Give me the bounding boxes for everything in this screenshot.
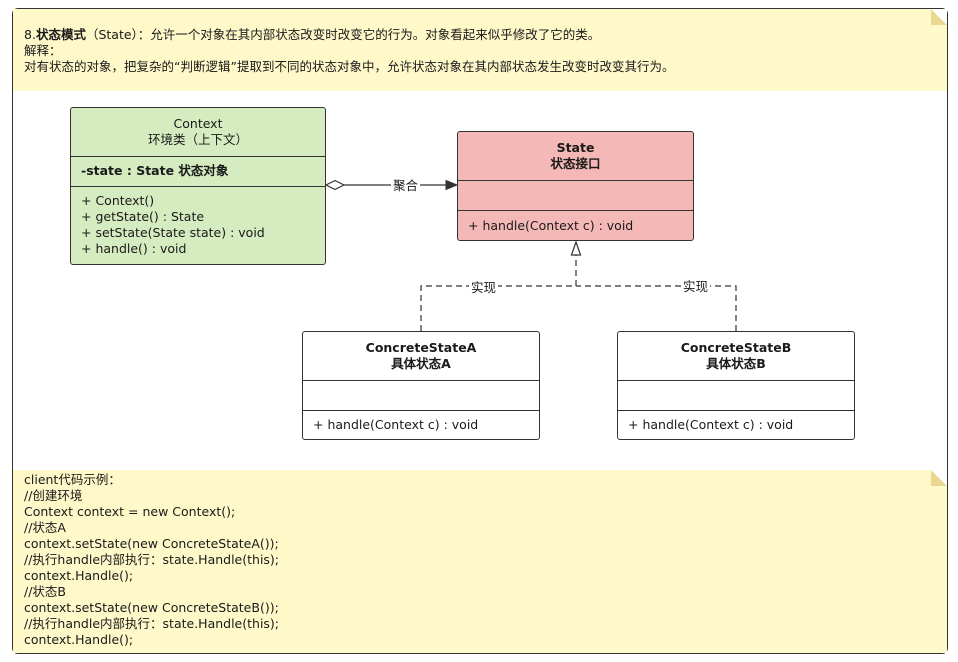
class-context-attribute: -state : State 状态对象 — [81, 163, 229, 178]
code-note: client代码示例： //创建环境 Context context = new… — [13, 470, 947, 653]
code-line: Context context = new Context(); — [24, 504, 236, 519]
aggregation-label: 聚合 — [391, 178, 421, 193]
class-state-attributes — [458, 180, 693, 210]
class-state-subtitle: 状态接口 — [550, 156, 601, 171]
code-line: context.setState(new ConcreteStateA()); — [24, 536, 279, 551]
intro-note: 8.状态模式（State）：允许一个对象在其内部状态改变时改变它的行为。对象看起… — [13, 9, 947, 91]
class-context-attributes: -state : State 状态对象 — [71, 156, 325, 186]
code-line: //创建环境 — [24, 488, 83, 503]
class-context-methods: + Context() + getState() : State + setSt… — [71, 186, 325, 257]
class-context-method: + getState() : State — [81, 209, 205, 224]
code-note-lines: client代码示例： //创建环境 Context context = new… — [24, 472, 279, 648]
class-context-subtitle: 环境类（上下文） — [147, 132, 248, 147]
class-concrete-b-methods: + handle(Context c) : void — [618, 410, 854, 433]
code-line: //执行handle内部执行：state.Handle(this); — [24, 616, 280, 631]
class-concrete-b-header: ConcreteStateB 具体状态B — [618, 332, 854, 380]
class-concrete-a-method: + handle(Context c) : void — [313, 417, 479, 432]
class-state-name: State — [556, 140, 595, 155]
class-context-header: Context 环境类（上下文） — [71, 108, 325, 156]
intro-title-prefix: 8. — [24, 27, 36, 42]
code-line: context.Handle(); — [24, 568, 134, 583]
realization-label-a: 实现 — [469, 280, 499, 295]
class-concrete-b-name: ConcreteStateB — [680, 340, 792, 355]
class-concrete-b-method: + handle(Context c) : void — [628, 417, 794, 432]
note-fold-corner — [931, 470, 947, 486]
realization-line-b — [576, 285, 737, 331]
intro-title-bold: 状态模式 — [35, 27, 86, 42]
realization-line-a — [420, 254, 577, 331]
class-state-header: State 状态接口 — [458, 132, 693, 180]
realization-arrowhead — [570, 240, 582, 256]
code-line: context.Handle(); — [24, 632, 134, 647]
class-state-methods: + handle(Context c) : void — [458, 210, 693, 234]
class-concrete-state-a[interactable]: ConcreteStateA 具体状态A + handle(Context c)… — [302, 331, 540, 440]
intro-line-2: 解释： — [24, 43, 62, 58]
class-state-method: + handle(Context c) : void — [468, 218, 634, 233]
aggregation-diamond — [324, 179, 346, 191]
class-concrete-b-subtitle: 具体状态B — [706, 356, 766, 371]
class-concrete-b-attributes — [618, 380, 854, 410]
code-line: context.setState(new ConcreteStateB()); — [24, 600, 279, 615]
class-context[interactable]: Context 环境类（上下文） -state : State 状态对象 + C… — [70, 107, 326, 265]
class-concrete-a-methods: + handle(Context c) : void — [303, 410, 539, 433]
code-line: client代码示例： — [24, 472, 121, 487]
intro-title: 8.状态模式（State）：允许一个对象在其内部状态改变时改变它的行为。对象看起… — [24, 27, 674, 43]
class-context-method: + setState(State state) : void — [81, 225, 265, 240]
class-concrete-a-name: ConcreteStateA — [365, 340, 477, 355]
note-fold-corner — [931, 9, 947, 25]
code-line: //状态A — [24, 520, 66, 535]
intro-line-3: 对有状态的对象，把复杂的“判断逻辑”提取到不同的状态对象中，允许状态对象在其内部… — [24, 59, 675, 74]
class-context-method: + handle() : void — [81, 241, 187, 256]
class-concrete-a-subtitle: 具体状态A — [391, 356, 451, 371]
class-context-name: Context — [173, 116, 223, 131]
code-line: //执行handle内部执行：state.Handle(this); — [24, 552, 280, 567]
aggregation-arrowhead — [445, 179, 459, 191]
realization-label-b: 实现 — [681, 279, 711, 294]
code-line: //状态B — [24, 584, 66, 599]
class-concrete-a-header: ConcreteStateA 具体状态A — [303, 332, 539, 380]
class-context-method: + Context() — [81, 193, 155, 208]
class-state[interactable]: State 状态接口 + handle(Context c) : void — [457, 131, 694, 241]
class-concrete-a-attributes — [303, 380, 539, 410]
intro-title-rest: （State）：允许一个对象在其内部状态改变时改变它的行为。对象看起来似乎修改了… — [85, 27, 601, 42]
class-concrete-state-b[interactable]: ConcreteStateB 具体状态B + handle(Context c)… — [617, 331, 855, 440]
